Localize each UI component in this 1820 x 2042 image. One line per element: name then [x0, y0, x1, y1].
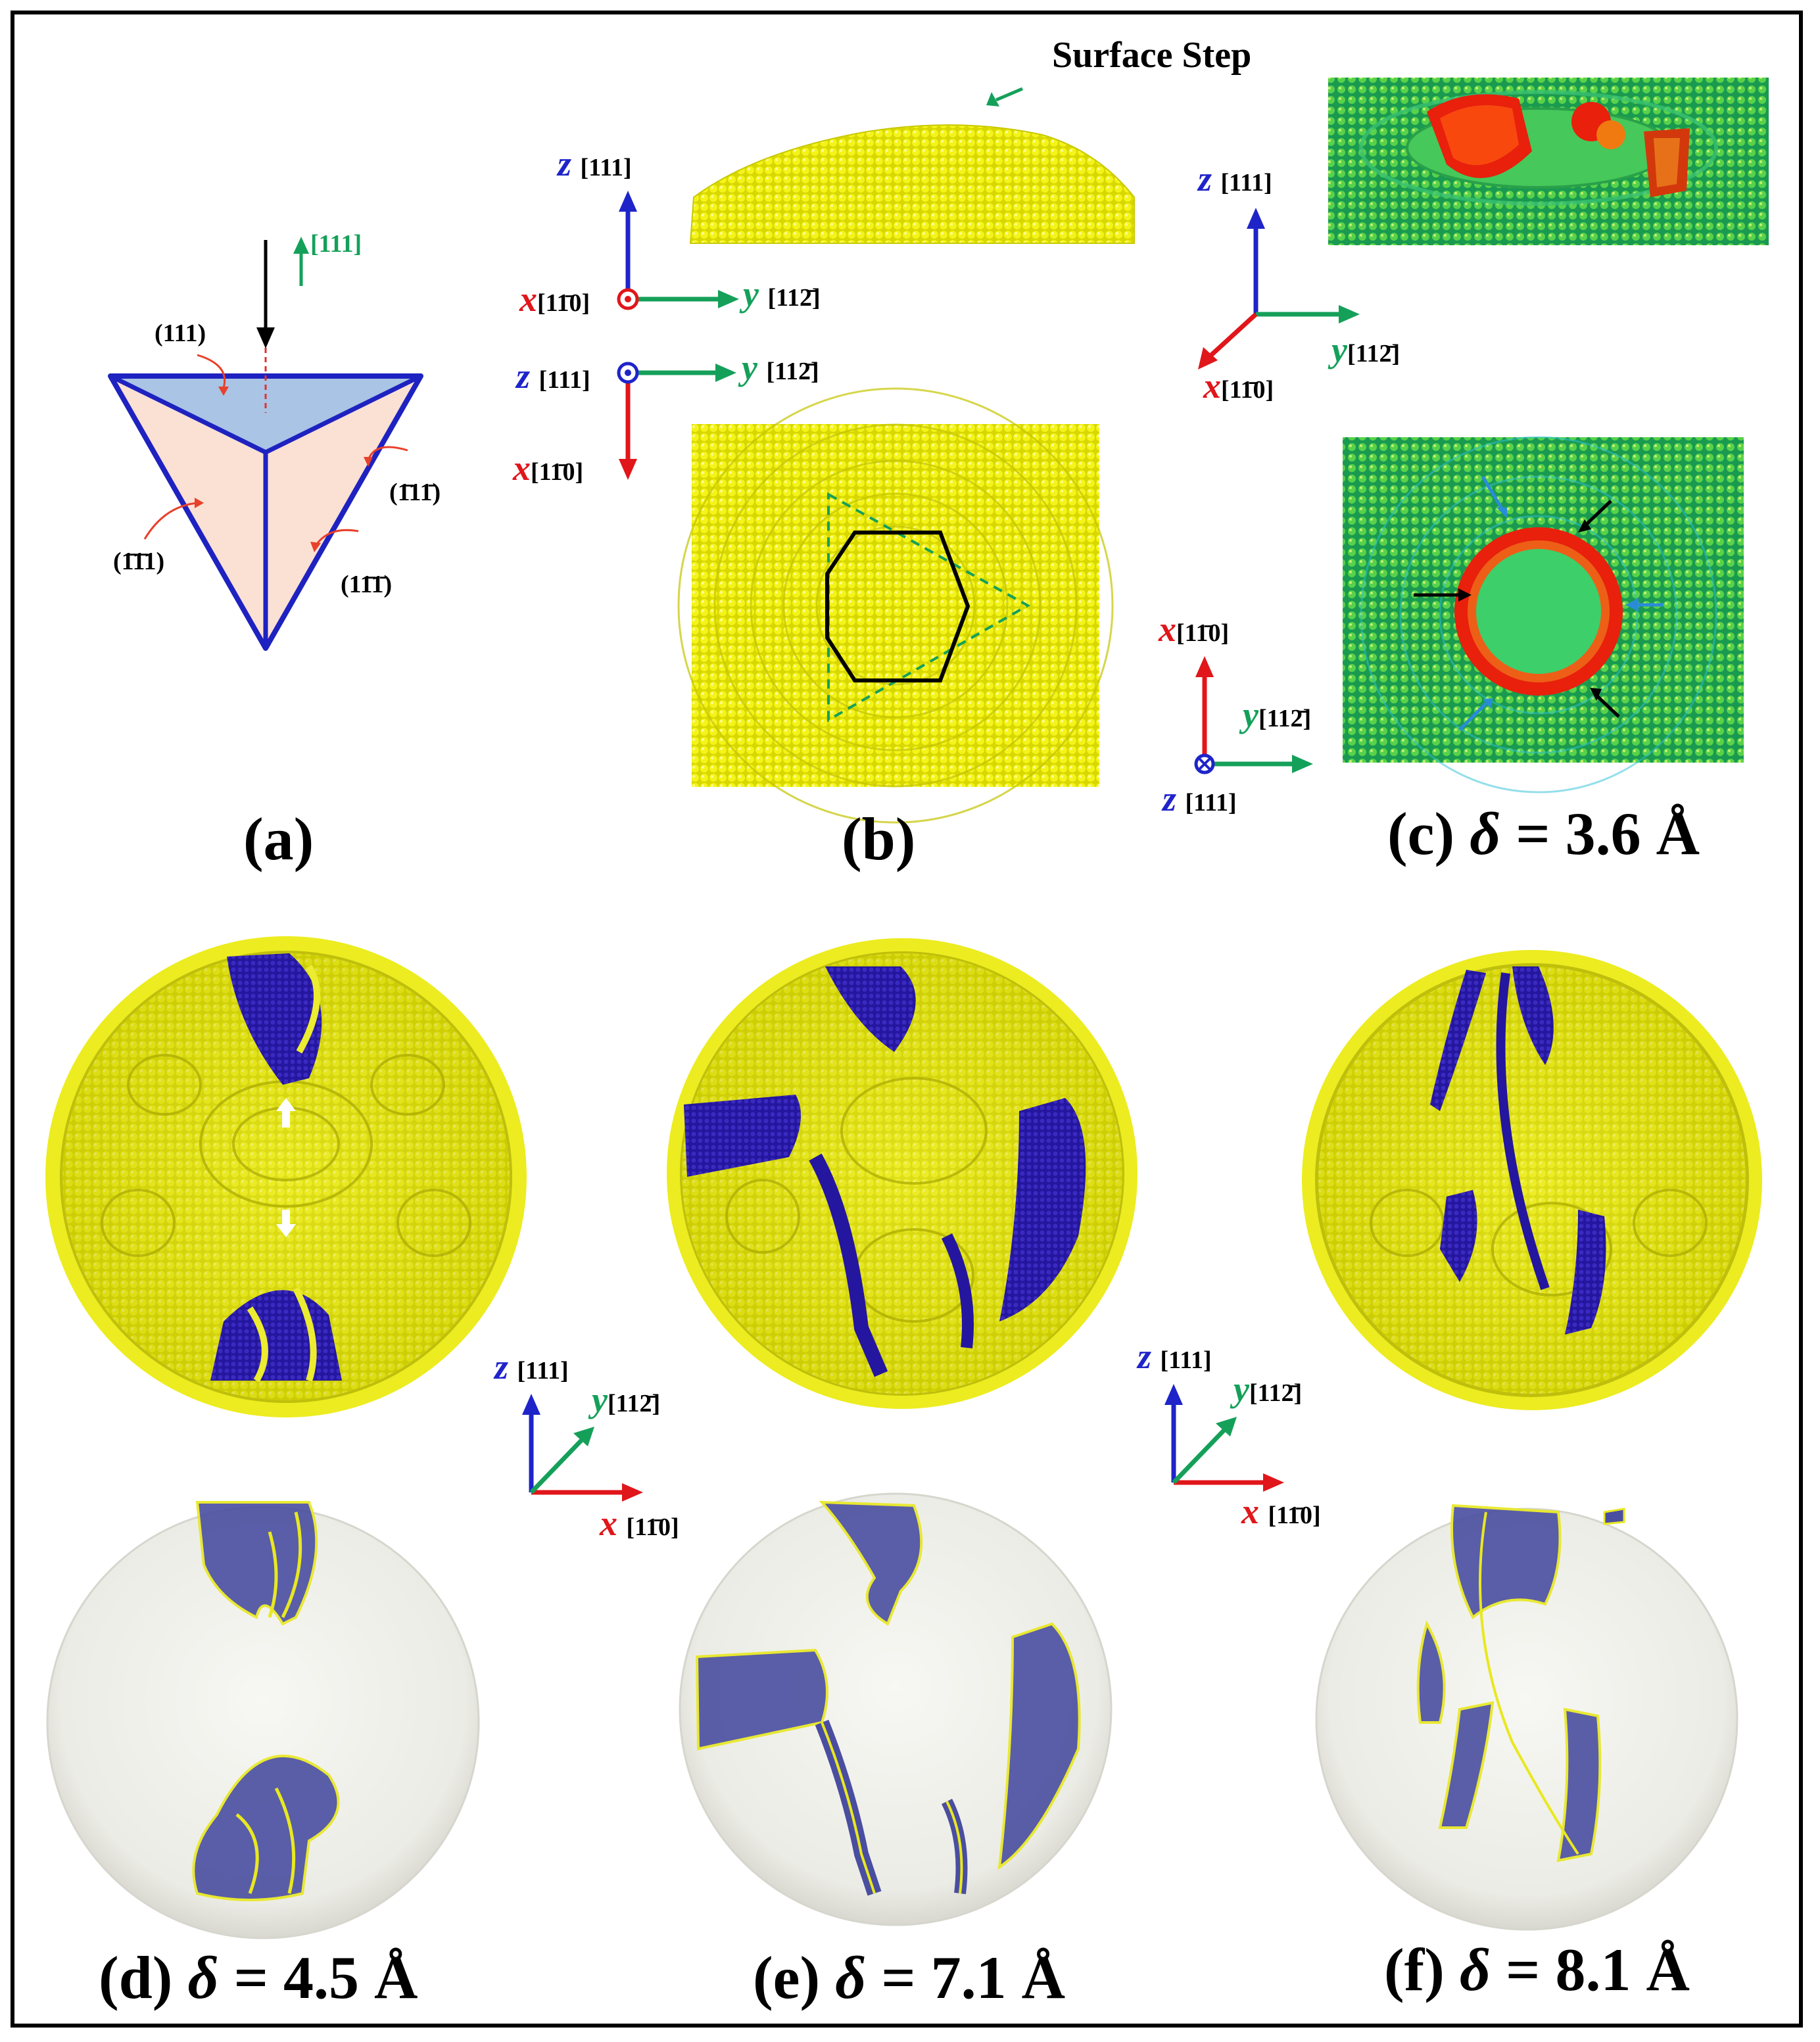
compression-up-arrow-icon [282, 1108, 290, 1128]
caption-e: (e) δ = 7.1 Å [753, 1944, 1066, 2011]
panel-c-perspective-view [1328, 78, 1769, 245]
caption-c: (c) δ = 3.6 Å [1387, 800, 1700, 867]
panel-a-plane-right: (1̄11̄) [389, 479, 441, 506]
panel-d-dislocation-sphere [46, 1501, 480, 1939]
defect-arrow-icon [1590, 688, 1602, 701]
panel-b-top-x-label: x[11̄0] [513, 448, 584, 488]
caption-b: (b) [842, 805, 916, 872]
panel-c-top-x-label: x[11̄0] [1159, 609, 1230, 649]
caption-a: (a) [243, 805, 314, 872]
panel-f-atomistic-sphere [1302, 950, 1762, 1410]
panel-b-top-z-label: z [111] [516, 356, 590, 396]
axes-right-x-label: x [11̄0] [1241, 1492, 1321, 1531]
panel-a-plane-top: (111) [155, 320, 206, 347]
panel-b-indenter-top-view [677, 387, 1114, 824]
panel-e-dislocation-sphere [679, 1492, 1113, 1926]
panel-b-axes-top [617, 362, 736, 480]
panel-b-surface-step-label: Surface Step [1052, 35, 1252, 76]
surface-step-arrow-icon [995, 87, 1023, 102]
panel-c-axes-perspective [1198, 208, 1360, 369]
axes-left-x-label: x [11̄0] [600, 1504, 679, 1543]
panel-c-persp-z-label: z [111] [1198, 159, 1272, 199]
panel-b-side-y-label: y [112̄] [743, 274, 821, 314]
axes-left-y-label: y[112̄] [592, 1380, 661, 1419]
panel-b-side-z-label: z [111] [558, 144, 632, 183]
panel-a-plane-left: (1̄1̄1) [113, 548, 165, 575]
panel-a-plane-front: (11̄1̄) [341, 571, 393, 598]
panel-b-top-y-label: y [112̄] [742, 348, 819, 387]
panel-c-persp-y-label: y[112̄] [1331, 330, 1401, 369]
caption-d: (d) δ = 4.5 Å [99, 1944, 418, 2011]
caption-f: (f) δ = 8.1 Å [1384, 1936, 1690, 2003]
compression-down-arrow-icon [282, 1210, 290, 1226]
panel-a-tetrahedron [108, 237, 423, 651]
panel-c-top-z-label: z [111] [1162, 779, 1237, 819]
panel-b-axes-side [617, 191, 739, 310]
panel-c-axes-top [1194, 656, 1313, 774]
axes-3d-right [1164, 1384, 1284, 1492]
axes-left-z-label: z [111] [494, 1347, 569, 1387]
panel-a-direction-label: [111] [310, 230, 362, 258]
axes-right-y-label: y[112̄] [1233, 1369, 1303, 1409]
axes-3d-left [522, 1394, 643, 1502]
panel-c-persp-x-label: x[11̄0] [1203, 366, 1274, 406]
axes-right-z-label: z [111] [1138, 1337, 1212, 1376]
panel-b-side-x-label: x[11̄0] [519, 279, 590, 319]
panel-f-dislocation-sphere [1315, 1504, 1738, 1931]
figure-frame [11, 11, 1803, 2028]
panel-d-atomistic-sphere [45, 936, 527, 1417]
panel-e-atomistic-sphere [667, 938, 1138, 1409]
panel-c-top-y-label: y[112̄] [1243, 695, 1312, 734]
panel-b-indenter-side-view [689, 87, 1135, 244]
panel-c-top-view [1343, 436, 1744, 794]
